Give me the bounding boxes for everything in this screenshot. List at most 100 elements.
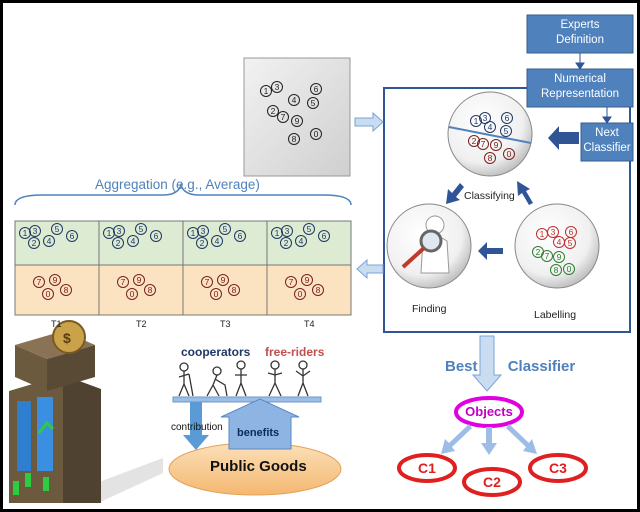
arrow-to-c1 <box>441 424 472 454</box>
labelling-number: 7 <box>541 250 553 262</box>
classifying-number: 9 <box>490 139 502 151</box>
table-free-rider-number: 8 <box>144 284 156 296</box>
time-step-t4: T4 <box>304 319 315 329</box>
svg-text:1: 1 <box>107 228 112 238</box>
class-c2-label: C2 <box>483 474 501 490</box>
benefits-arrow <box>220 398 300 450</box>
svg-text:6: 6 <box>238 231 243 241</box>
benefits-label: benefits <box>237 427 280 439</box>
svg-text:1: 1 <box>275 228 280 238</box>
sample-number: 5 <box>307 97 319 109</box>
time-step-t1: T1 <box>51 319 62 329</box>
svg-text:0: 0 <box>567 264 572 274</box>
class-c2-node <box>462 467 522 497</box>
classifying-number: 3 <box>479 112 491 124</box>
svg-text:2: 2 <box>472 136 477 146</box>
svg-text:5: 5 <box>307 224 312 234</box>
svg-text:1: 1 <box>191 228 196 238</box>
labelling-number: 5 <box>564 237 576 249</box>
svg-text:2: 2 <box>116 238 121 248</box>
cooperators-label: cooperators <box>181 345 251 359</box>
svg-text:9: 9 <box>295 116 300 126</box>
time-step-t3: T3 <box>220 319 231 329</box>
svg-text:2: 2 <box>536 247 541 257</box>
next-classifier-box <box>580 122 634 162</box>
objects-label: Objects <box>465 404 513 419</box>
table-cooperator-number: 6 <box>66 230 78 242</box>
table-free-rider-number: 7 <box>33 276 45 288</box>
table-cooperator-number: 4 <box>127 235 139 247</box>
table-cooperator-number: 3 <box>29 225 41 237</box>
svg-text:4: 4 <box>131 236 136 246</box>
svg-text:5: 5 <box>55 224 60 234</box>
arrow-classifying-to-finding <box>446 183 464 204</box>
table-cooperator-number: 3 <box>197 225 209 237</box>
table-free-rider-number: 7 <box>285 276 297 288</box>
svg-text:4: 4 <box>488 122 493 132</box>
classifying-number: 8 <box>484 152 496 164</box>
svg-text:9: 9 <box>494 140 499 150</box>
labelling-number: 9 <box>553 251 565 263</box>
svg-text:7: 7 <box>481 139 486 149</box>
svg-text:1: 1 <box>540 229 545 239</box>
svg-text:0: 0 <box>507 149 512 159</box>
table-cooperator-number: 1 <box>103 227 115 239</box>
svg-text:0: 0 <box>314 129 319 139</box>
svg-text:3: 3 <box>275 82 280 92</box>
diagram-artwork: $ 13645279801346527980136452798013524679… <box>9 14 634 503</box>
free-riders-label: free-riders <box>265 345 325 359</box>
svg-text:7: 7 <box>205 277 210 287</box>
svg-text:8: 8 <box>292 134 297 144</box>
svg-text:0: 0 <box>130 289 135 299</box>
svg-text:0: 0 <box>298 289 303 299</box>
table-free-rider-number: 9 <box>133 274 145 286</box>
table-cooperator-number: 3 <box>113 225 125 237</box>
table-cooperator-number: 1 <box>271 227 283 239</box>
table-cooperator-number: 4 <box>43 235 55 247</box>
svg-text:2: 2 <box>32 238 37 248</box>
svg-text:5: 5 <box>223 224 228 234</box>
decision-boundary-line <box>448 126 532 144</box>
seesaw-beam <box>172 396 322 403</box>
classifying-number: 0 <box>503 148 515 160</box>
svg-text:3: 3 <box>117 226 122 236</box>
table-cooperator-number: 1 <box>19 227 31 239</box>
svg-text:6: 6 <box>505 113 510 123</box>
magnifier-figure-icon <box>401 215 450 274</box>
svg-text:6: 6 <box>314 84 319 94</box>
svg-text:9: 9 <box>137 275 142 285</box>
table-cooperator-number: 4 <box>211 235 223 247</box>
svg-text:3: 3 <box>33 226 38 236</box>
svg-text:4: 4 <box>299 236 304 246</box>
arrow-labelling-to-classifying <box>517 181 533 205</box>
table-cooperator-number: 1 <box>187 227 199 239</box>
svg-text:3: 3 <box>483 113 488 123</box>
svg-text:9: 9 <box>221 275 226 285</box>
svg-text:7: 7 <box>121 277 126 287</box>
svg-text:5: 5 <box>504 126 509 136</box>
table-cooperator-number: 2 <box>196 237 208 249</box>
svg-text:7: 7 <box>37 277 42 287</box>
labelling-label: Labelling <box>534 309 577 321</box>
labelling-number: 0 <box>563 263 575 275</box>
classifying-number: 6 <box>501 112 513 124</box>
arrow-to-table <box>356 258 384 280</box>
people-figures-icon <box>178 360 311 397</box>
labelling-number: 8 <box>550 264 562 276</box>
sample-number: 3 <box>271 81 283 93</box>
svg-text:5: 5 <box>311 98 316 108</box>
arrow-experts-to-numerical <box>575 53 585 70</box>
table-free-rider-number: 0 <box>42 288 54 300</box>
svg-text:5: 5 <box>139 224 144 234</box>
arrow-next-to-classifying <box>548 126 579 150</box>
svg-text:4: 4 <box>47 236 52 246</box>
table-free-rider-number: 9 <box>301 274 313 286</box>
svg-text:5: 5 <box>568 238 573 248</box>
svg-text:2: 2 <box>284 238 289 248</box>
classifying-number: 7 <box>477 138 489 150</box>
svg-text:8: 8 <box>488 153 493 163</box>
svg-text:7: 7 <box>545 251 550 261</box>
